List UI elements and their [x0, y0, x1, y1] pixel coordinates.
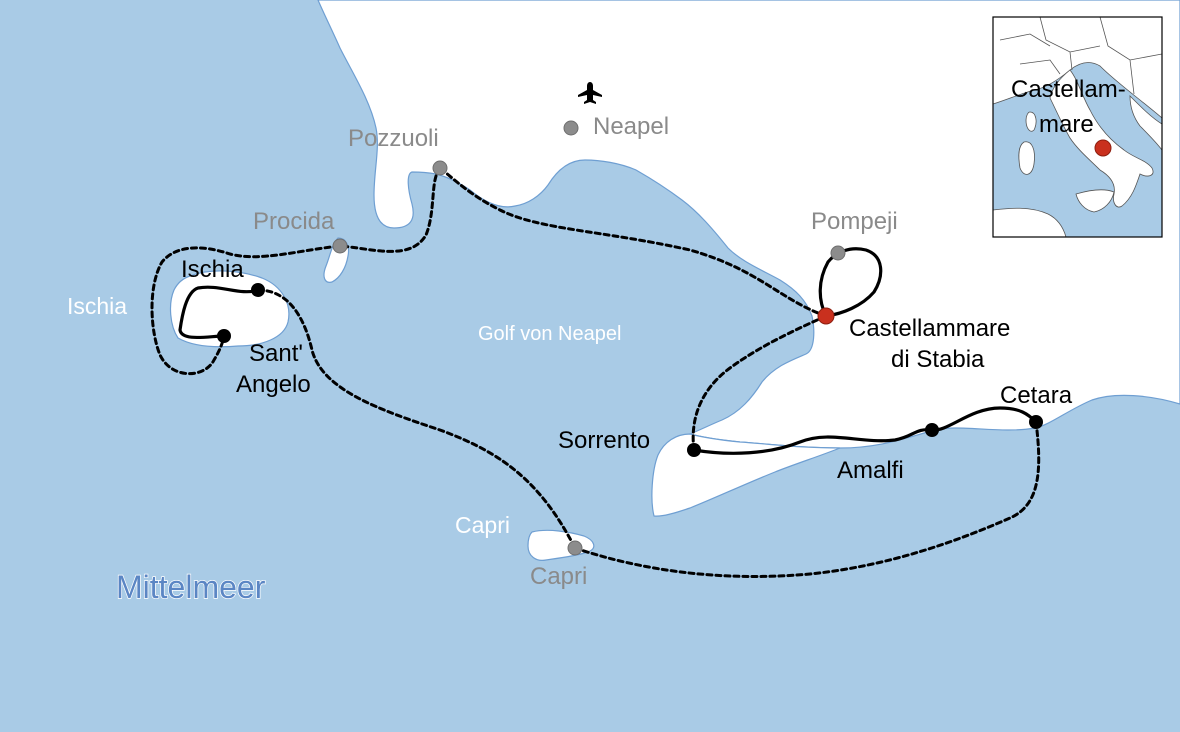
label-golf-von-neapel: Golf von Neapel	[478, 323, 621, 345]
inset-sicily	[1075, 189, 1115, 213]
label-sorrento: Sorrento	[558, 427, 650, 454]
stop-sorrento	[687, 443, 701, 457]
stop-capri	[567, 540, 583, 556]
label-amalfi: Amalfi	[837, 457, 904, 484]
inset-castellammare-marker	[1094, 139, 1112, 157]
stop-pompeji	[830, 245, 846, 261]
mainland-north	[317, 0, 1180, 449]
label-castellammare-line1: Castellammare	[849, 315, 1010, 342]
boat-route-castellammare-pozzuoli	[438, 166, 828, 318]
stop-cetara	[1029, 415, 1043, 429]
inset-sardinia	[1018, 141, 1035, 175]
label-neapel: Neapel	[593, 113, 669, 140]
hiking-route-ischia	[178, 285, 260, 340]
label-capri-town: Capri	[530, 563, 587, 590]
label-ischia-island: Ischia	[67, 293, 127, 319]
inset-map: Castellam- mare	[992, 16, 1163, 238]
label-castellammare-line2: di Stabia	[891, 346, 985, 373]
inset-italy	[1049, 69, 1154, 208]
hiking-routes	[178, 247, 1038, 455]
stop-ischia	[251, 283, 265, 297]
hiking-route-pompeji	[818, 247, 883, 318]
city-neapel-dot	[563, 120, 579, 136]
boat-route-pozzuoli-procida-ischia	[150, 166, 442, 376]
stop-amalfi	[925, 423, 939, 437]
stop-pozzuoli	[432, 160, 448, 176]
inset-label-line1: Castellam-	[1011, 76, 1126, 103]
boat-route-capri-cetara	[573, 420, 1041, 578]
hiking-route-amalfi-coast	[692, 406, 1038, 455]
label-mittelmeer: Mittelmeer	[116, 569, 266, 605]
inset-label-line2: mare	[1039, 111, 1094, 138]
label-capri-island: Capri	[455, 512, 510, 538]
label-sant-angelo-line2: Angelo	[236, 371, 311, 398]
stop-sant-angelo	[217, 329, 231, 343]
inset-balkans	[1129, 95, 1162, 151]
inset-frame	[992, 16, 1163, 238]
inset-corsica	[1025, 111, 1037, 132]
boat-route-sorrento-castellammare	[691, 314, 828, 452]
boat-routes	[150, 166, 1041, 578]
inset-land-north	[993, 17, 1162, 119]
boat-route-ischia-capri	[256, 288, 577, 550]
inset-africa	[993, 207, 1067, 237]
stop-castellammare	[817, 307, 835, 325]
airplane-icon	[578, 82, 602, 104]
label-sant-angelo-line1: Sant'	[249, 340, 303, 367]
label-cetara: Cetara	[1000, 382, 1073, 409]
inset-borders	[999, 17, 1162, 95]
label-ischia-town: Ischia	[181, 256, 244, 283]
label-pompeji: Pompeji	[811, 208, 898, 235]
stop-procida	[332, 238, 348, 254]
label-procida: Procida	[253, 208, 335, 235]
label-pozzuoli: Pozzuoli	[348, 125, 439, 152]
